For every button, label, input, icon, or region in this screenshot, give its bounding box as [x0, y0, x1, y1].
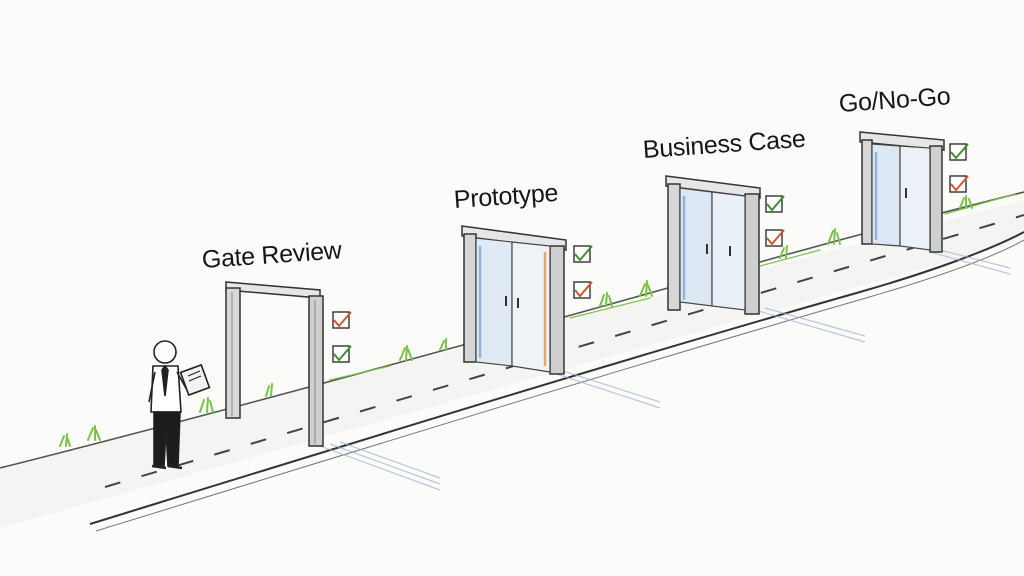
gate-review-checklist [332, 311, 352, 363]
road-front-edge-sketch [95, 239, 1024, 532]
road-center-dashes [104, 214, 1024, 488]
reviewer-figure [148, 340, 211, 470]
gate-checklists [332, 143, 969, 363]
clipboard-icon [179, 363, 211, 397]
reviewer-legs [153, 411, 181, 467]
business-case-door [665, 175, 761, 315]
road-front-edge [89, 231, 1024, 525]
go-no-go-door [859, 131, 945, 253]
prototype-checklist [573, 245, 593, 299]
go-no-go-checklist [949, 143, 969, 193]
prototype-door [461, 225, 567, 375]
gate-shadows [319, 249, 1011, 491]
gate-review-frame [225, 281, 324, 447]
business-case-checklist [765, 195, 785, 247]
reviewer-head [153, 340, 177, 364]
grass-tufts [59, 193, 1016, 447]
